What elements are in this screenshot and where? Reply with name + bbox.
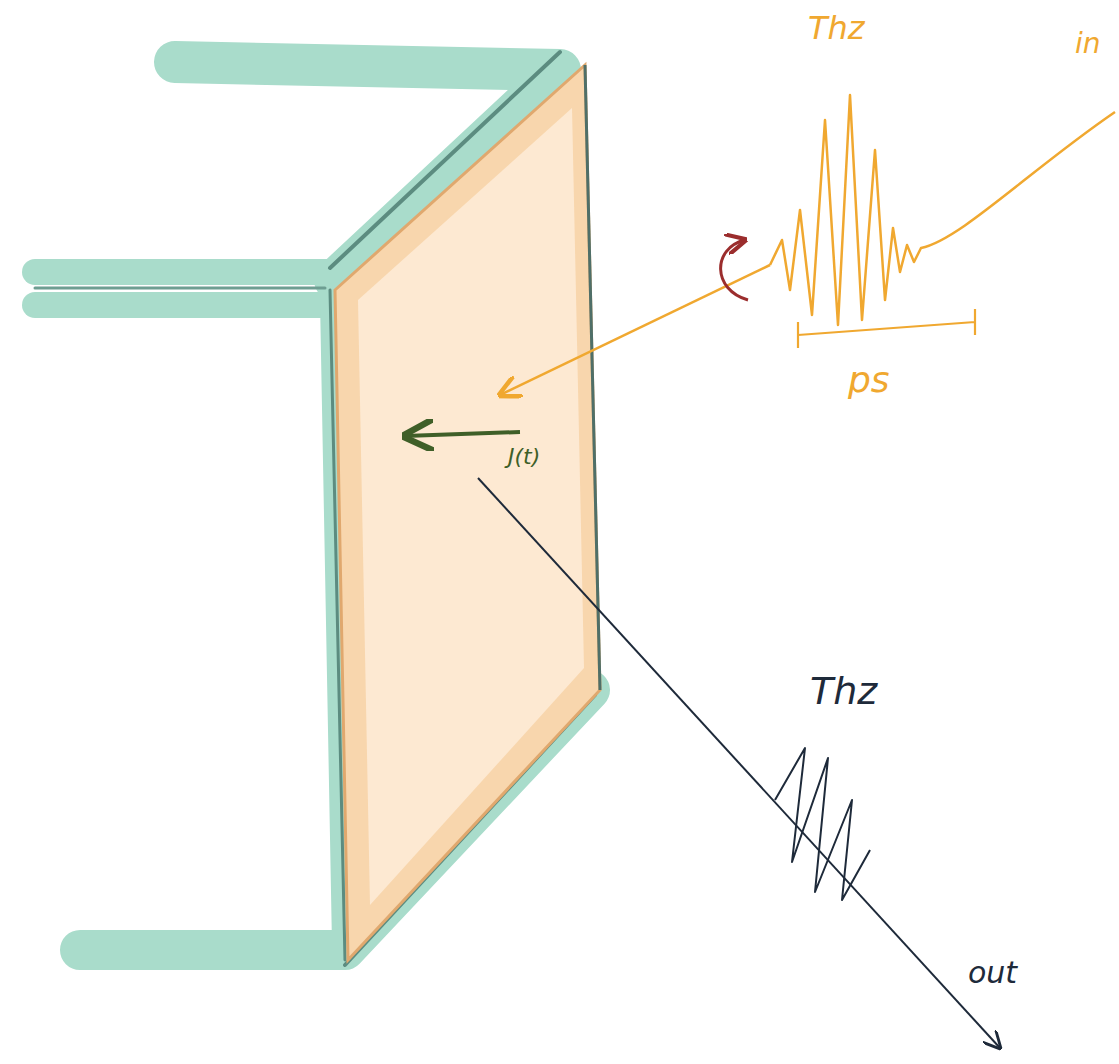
label-text: Thz: [808, 12, 865, 44]
current-arrow: [405, 432, 520, 436]
holder-frame: [35, 52, 595, 965]
label-text: J(t): [508, 446, 540, 468]
incoming-pulse: [500, 95, 1115, 395]
rotation-arrow: [721, 240, 748, 300]
sample-slab: [335, 65, 600, 960]
label-text: ps: [848, 362, 890, 398]
label-text: in: [1075, 30, 1101, 58]
label-text: Thz: [810, 672, 877, 710]
outgoing-pulse: [478, 478, 1000, 1048]
label-text: out: [968, 958, 1017, 988]
